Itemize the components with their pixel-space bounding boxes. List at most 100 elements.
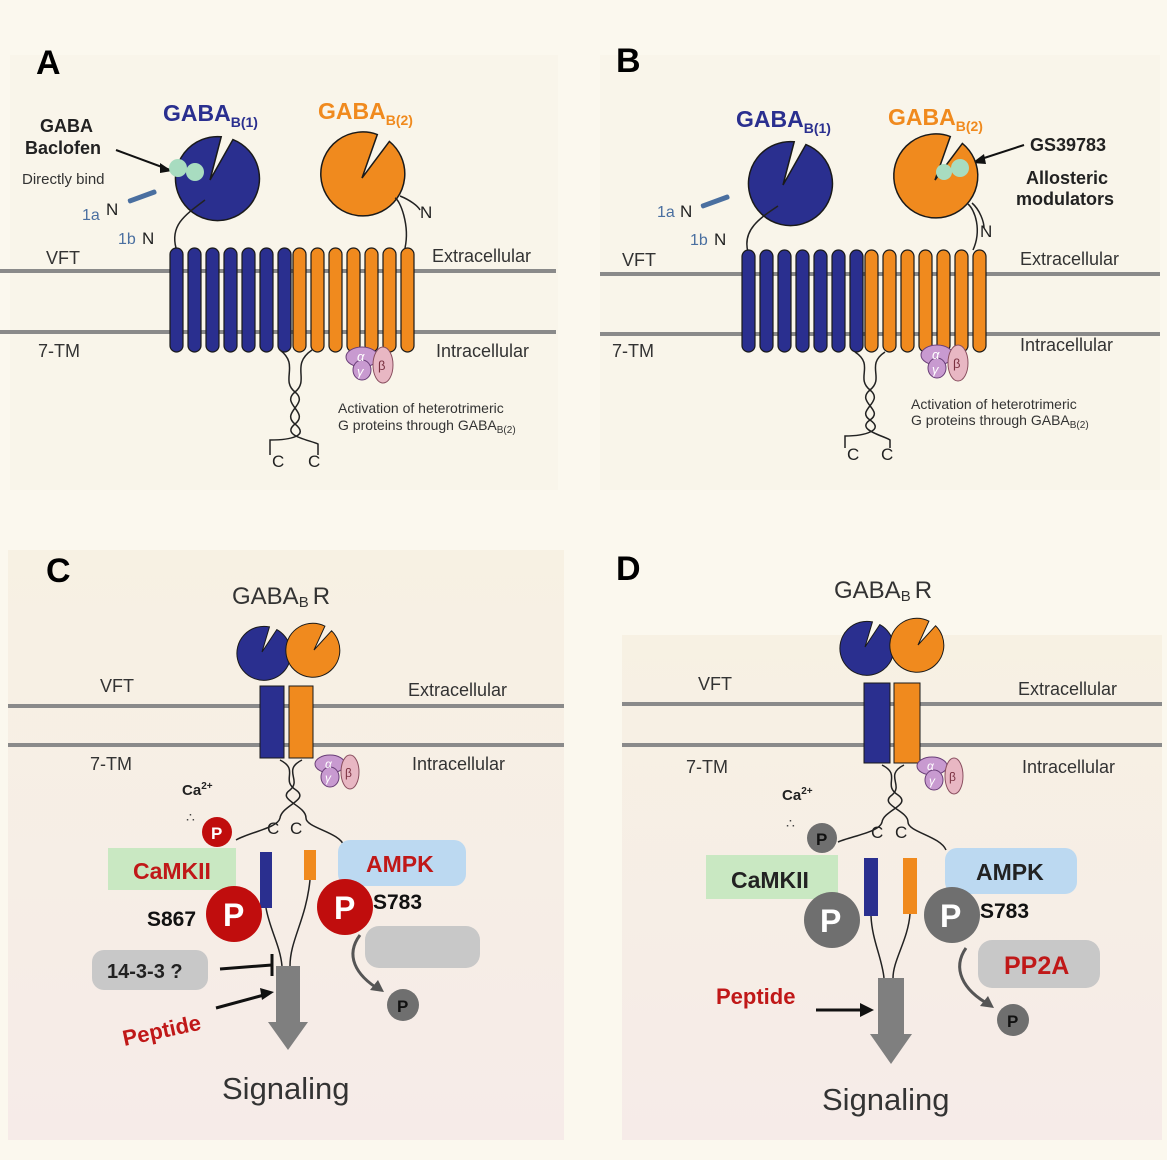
released-phosphate	[387, 989, 419, 1021]
c-terminus-b1: C	[871, 823, 883, 842]
b2-helix-3	[328, 247, 343, 353]
modulator-2	[951, 159, 969, 177]
b2-helix-5	[936, 249, 951, 353]
modulator-1	[936, 164, 952, 180]
intracellular-label: Intracellular	[436, 341, 529, 361]
signaling-label: Signaling	[222, 1071, 350, 1106]
b2-helix-2	[310, 247, 325, 353]
b1-helix-4	[795, 249, 810, 353]
vft-label: VFT	[46, 248, 80, 268]
vft-label: VFT	[622, 250, 656, 270]
allosteric-label: Allosteric	[1026, 168, 1108, 188]
b2-helix-1	[292, 247, 307, 353]
g-gamma: γ	[325, 771, 332, 785]
modulators-label: modulators	[1016, 189, 1114, 209]
c-terminus-b2: C	[881, 445, 893, 464]
activation-text-2: G proteins through GABAB(2)	[338, 417, 516, 436]
phospho-s783	[924, 887, 980, 943]
activation-text-2: G proteins through GABAB(2)	[911, 412, 1089, 431]
intracellular-label: Intracellular	[1020, 335, 1113, 355]
g-beta: β	[378, 358, 385, 373]
b1-helix-6	[259, 247, 274, 353]
signaling-label: Signaling	[822, 1082, 950, 1117]
gaba-b2-vft-domain	[893, 133, 979, 219]
b2-c-tail-segment	[903, 858, 917, 914]
gs39783-label: GS39783	[1030, 135, 1106, 155]
protein-14-3-3-box	[92, 950, 208, 990]
camkii-box	[706, 855, 838, 899]
b2-helix-2	[882, 249, 897, 353]
activation-text-1: Activation of heterotrimeric	[338, 400, 504, 416]
gaba-b2-tm-block	[288, 685, 314, 759]
gaba-b2-vft-domain	[889, 617, 945, 673]
tm-label: 7-TM	[686, 757, 728, 777]
b1-helix-7	[277, 247, 292, 353]
ligand-arrowhead	[160, 163, 172, 173]
signaling-arrow-shaft	[878, 978, 904, 1036]
gaba-b1-vft-domain	[174, 135, 261, 222]
ampk-box	[338, 840, 466, 886]
s783-label: S783	[980, 900, 1029, 923]
c-terminus-b1: C	[847, 445, 859, 464]
s867-label: S867	[147, 908, 196, 931]
phospho-site-small	[202, 817, 232, 847]
b1-helix-4	[223, 247, 238, 353]
g-gamma: γ	[932, 362, 940, 377]
panel-b-letter: B	[616, 42, 641, 80]
b2-helix-1	[864, 249, 879, 353]
c-terminus-b2: C	[895, 823, 907, 842]
signaling-arrow-shaft	[276, 966, 300, 1024]
b2-helix-7	[972, 249, 987, 353]
b2-helix-3	[900, 249, 915, 353]
b1-helix-2	[759, 249, 774, 353]
g-protein: α β γ	[920, 344, 969, 382]
b1-helix-5	[813, 249, 828, 353]
b1-linker	[746, 205, 779, 253]
b1-c-tail-segment	[260, 852, 272, 908]
b1-helix-1	[741, 249, 756, 353]
b1-helix-6	[831, 249, 846, 353]
g-gamma: γ	[357, 364, 365, 379]
panel-c-letter: C	[46, 552, 71, 590]
panel-a: A VFT 7-TM Extracellular Intracellular G…	[0, 44, 556, 471]
c-terminus-b2: C	[308, 452, 320, 471]
peptide-arrow	[215, 993, 265, 1010]
b1-transmembrane-helices	[169, 247, 292, 353]
panel-d-letter: D	[616, 550, 641, 588]
vft-label: VFT	[698, 674, 732, 694]
gaba-ligand-label: GABA	[40, 116, 93, 136]
gaba-b1-title: GABAB(1)	[736, 106, 831, 136]
g-protein: α β γ	[314, 754, 360, 790]
gaba-b2-title: GABAB(2)	[888, 104, 983, 134]
n-1b-label: 1b	[118, 231, 136, 248]
n-terminus-1a: N	[680, 202, 692, 221]
ligand-gaba	[169, 159, 187, 177]
released-phosphate-label: P	[1007, 1012, 1018, 1031]
camkii-box	[108, 848, 236, 890]
c-terminus-b1: C	[267, 819, 279, 838]
phospho-s783-label: P	[334, 890, 355, 926]
calcium-label: Ca2+	[182, 781, 213, 799]
extracellular-label: Extracellular	[1018, 679, 1117, 699]
b1-helix-2	[187, 247, 202, 353]
g-protein: α β γ	[345, 346, 394, 384]
modulator-arrow	[977, 144, 1025, 161]
gaba-b2-vft-domain	[320, 131, 406, 217]
peptide-arrowhead	[860, 1003, 874, 1017]
n-1b-label: 1b	[690, 232, 708, 249]
intracellular-label: Intracellular	[412, 754, 505, 774]
ampk-label: AMPK	[366, 851, 434, 877]
pp2a-label: PP2A	[1004, 952, 1069, 980]
sushi-domain-1a	[127, 189, 157, 204]
b2-helix-4	[918, 249, 933, 353]
b2-transmembrane-helices	[292, 247, 415, 353]
phospho-site-small	[807, 823, 837, 853]
b2-helix-5	[364, 247, 379, 353]
b1-linker	[174, 199, 206, 249]
extracellular-label: Extracellular	[408, 680, 507, 700]
tm-label: 7-TM	[612, 341, 654, 361]
phospho-site-small-label: P	[816, 830, 827, 849]
